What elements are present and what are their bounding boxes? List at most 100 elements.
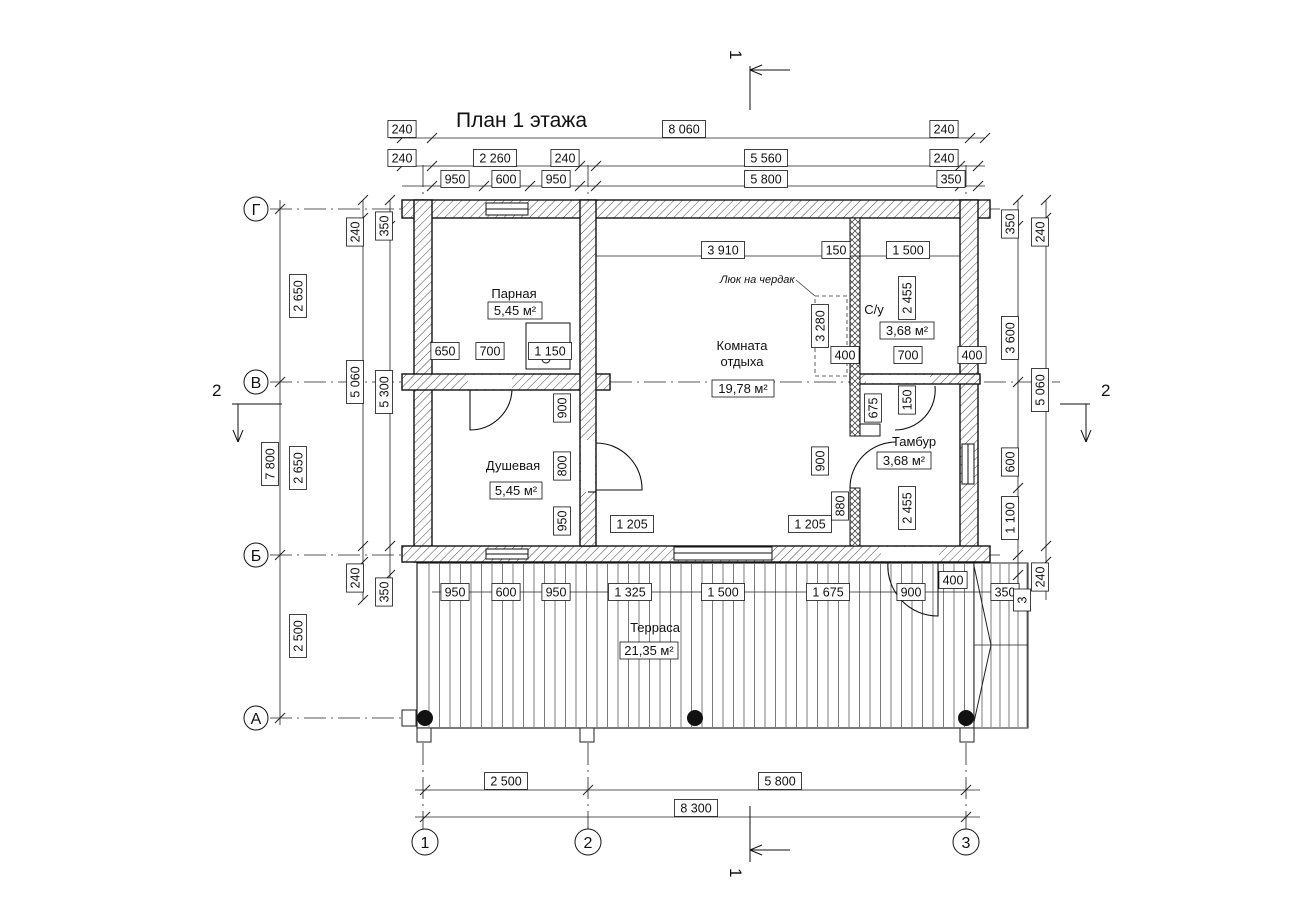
svg-text:3: 3	[1016, 596, 1030, 603]
room-area-tambur: 3,68 м²	[883, 453, 926, 468]
svg-text:150: 150	[901, 390, 915, 411]
wall-openings	[468, 375, 939, 561]
room-area-su: 3,68 м²	[886, 323, 929, 338]
dim-top-axes-0: 240	[387, 149, 417, 167]
svg-text:350: 350	[378, 216, 392, 237]
svg-text:350: 350	[941, 173, 962, 187]
dim-left-2650-top: 2 650	[289, 274, 307, 318]
axis-label-1: 1	[421, 835, 430, 852]
dim-int-2455-top: 2 455	[898, 276, 916, 320]
svg-text:650: 650	[435, 345, 456, 359]
svg-text:240: 240	[555, 152, 576, 166]
svg-text:1 325: 1 325	[614, 586, 645, 600]
tambur-partition	[849, 487, 861, 547]
plan-title: План 1 этажа	[456, 109, 587, 132]
svg-text:5 800: 5 800	[764, 775, 795, 789]
dim-int-400-b: 400	[957, 346, 987, 364]
svg-text:8 300: 8 300	[680, 802, 711, 816]
windows	[485, 202, 975, 561]
section-2-right: 2	[1101, 381, 1110, 400]
su-partition	[849, 217, 861, 437]
dim-int-900-a: 900	[553, 393, 571, 423]
svg-text:1 500: 1 500	[707, 586, 738, 600]
dim-left-7800: 7 800	[261, 442, 279, 486]
svg-text:2 650: 2 650	[292, 452, 306, 483]
svg-text:350: 350	[378, 582, 392, 603]
section-1-bottom: 1	[726, 868, 745, 877]
dim-terrace-2: 950	[541, 583, 571, 601]
dim-int-880: 880	[831, 491, 849, 521]
dim-int-700-b: 700	[475, 342, 505, 360]
svg-text:1 500: 1 500	[892, 244, 923, 258]
svg-text:900: 900	[901, 586, 922, 600]
dim-int-650: 650	[430, 342, 460, 360]
svg-text:400: 400	[835, 349, 856, 363]
svg-text:3 280: 3 280	[814, 310, 828, 341]
dim-int-700-a: 700	[893, 346, 923, 364]
svg-text:900: 900	[556, 398, 570, 419]
room-name-su: С/у	[864, 302, 884, 317]
room-name-tambur: Тамбур	[892, 434, 936, 449]
axis-grid-lines	[270, 165, 1060, 830]
dim-terrace-5: 1 675	[806, 583, 850, 601]
axis-label-g: Г	[252, 202, 261, 219]
svg-text:240: 240	[349, 222, 363, 243]
dim-int-2455-bot: 2 455	[898, 486, 916, 530]
svg-text:240: 240	[392, 123, 413, 137]
svg-text:1 675: 1 675	[812, 586, 843, 600]
svg-text:950: 950	[445, 173, 466, 187]
svg-text:675: 675	[867, 398, 881, 419]
svg-text:150: 150	[826, 244, 847, 258]
svg-text:880: 880	[834, 496, 848, 517]
svg-text:2 650: 2 650	[292, 280, 306, 311]
dim-top-open-0: 950	[440, 170, 470, 188]
dim-top-open-3: 5 800	[744, 170, 788, 188]
dim-right-240-top: 240	[1031, 217, 1049, 247]
svg-text:600: 600	[1004, 452, 1018, 473]
room-area-parnaya: 5,45 м²	[494, 303, 537, 318]
axis-label-3: 3	[962, 835, 971, 852]
dim-terrace-8: 350	[990, 583, 1020, 601]
dim-top-axes-1: 2 260	[473, 149, 517, 167]
svg-text:5 560: 5 560	[750, 152, 781, 166]
dim-left-350-bot: 350	[375, 577, 393, 607]
dim-int-900-b: 900	[811, 446, 829, 476]
svg-text:240: 240	[392, 152, 413, 166]
dim-right-3600: 3 600	[1001, 316, 1019, 360]
svg-text:2 500: 2 500	[292, 620, 306, 651]
axis-label-a: А	[251, 711, 262, 728]
svg-text:5 300: 5 300	[378, 376, 392, 407]
room-name-komnata-2: отдыха	[721, 354, 765, 369]
dim-left-240-top: 240	[346, 217, 364, 247]
dim-terrace-7: 400	[938, 571, 968, 589]
svg-text:700: 700	[480, 345, 501, 359]
svg-text:400: 400	[962, 349, 983, 363]
svg-text:1 100: 1 100	[1004, 502, 1018, 533]
svg-text:5 800: 5 800	[750, 173, 781, 187]
dim-left-5300: 5 300	[375, 370, 393, 414]
svg-text:1 205: 1 205	[616, 518, 647, 532]
svg-text:240: 240	[934, 123, 955, 137]
svg-text:5 060: 5 060	[349, 366, 363, 397]
dim-left-240-bot: 240	[346, 563, 364, 593]
room-name-dushevaya: Душевая	[486, 458, 540, 473]
svg-text:240: 240	[349, 568, 363, 589]
dim-top-axes-4: 240	[929, 149, 959, 167]
dimension-labels: 240 8 060 240 240 2 260 240 5 560 240 950 600 950 5…	[261, 120, 1049, 817]
dim-right-5060: 5 060	[1031, 368, 1049, 412]
room-name-parnaya: Парная	[491, 286, 536, 301]
svg-text:7 800: 7 800	[264, 448, 278, 479]
section-1-top: 1	[726, 50, 745, 59]
terrace-posts	[417, 710, 974, 726]
svg-text:2 260: 2 260	[479, 152, 510, 166]
dim-top-overall-mid: 8 060	[662, 120, 706, 138]
svg-text:950: 950	[445, 586, 466, 600]
dim-int-1205-a: 1 205	[610, 515, 654, 533]
dim-top-open-2: 950	[541, 170, 571, 188]
dim-left-2500: 2 500	[289, 614, 307, 658]
dim-right-1100: 1 100	[1001, 496, 1019, 540]
dim-top-open-1: 600	[491, 170, 521, 188]
dim-top-overall-left: 240	[387, 120, 417, 138]
svg-text:600: 600	[496, 586, 517, 600]
